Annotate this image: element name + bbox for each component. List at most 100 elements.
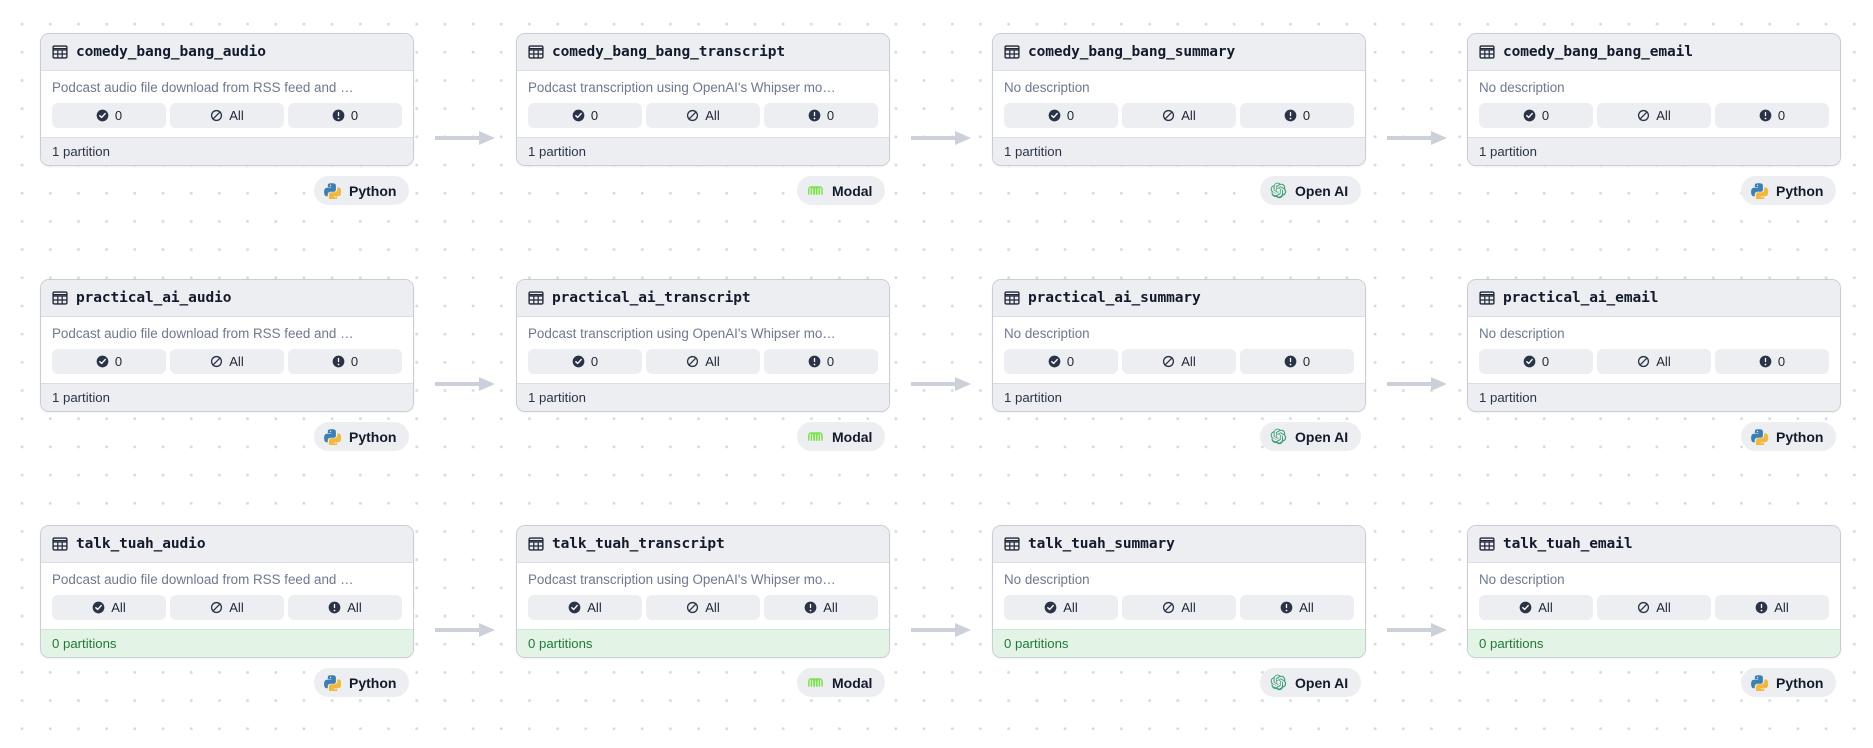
asset-checks-chip[interactable]: All [1122, 595, 1236, 620]
lineage-arrow-talk_tuah_summary [1386, 621, 1447, 639]
asset-node-partitions[interactable]: 1 partition [517, 137, 889, 165]
asset-node-partitions[interactable]: 0 partitions [993, 629, 1365, 657]
exclamation-circle-icon [1280, 601, 1293, 614]
materializations-chip[interactable]: 0 [1004, 349, 1118, 374]
slashed-circle-icon [1637, 355, 1650, 368]
check-circle-icon [572, 109, 585, 122]
freshness-chip[interactable]: 0 [1240, 349, 1354, 374]
asset-checks-chip[interactable]: All [1597, 595, 1711, 620]
materializations-chip[interactable]: 0 [52, 349, 166, 374]
exclamation-circle-icon [1755, 601, 1768, 614]
asset-node-partitions[interactable]: 1 partition [1468, 383, 1840, 411]
asset-node-title: talk_tuah_email [1503, 536, 1633, 552]
tech-badge-modal[interactable]: Modal [797, 668, 886, 697]
materializations-chip[interactable]: 0 [528, 103, 642, 128]
asset-checks-chip[interactable]: All [646, 103, 760, 128]
asset-node-partitions[interactable]: 0 partitions [41, 629, 413, 657]
asset-checks-chip[interactable]: All [646, 349, 760, 374]
tech-badge-python[interactable]: Python [314, 176, 410, 205]
freshness-chip[interactable]: All [288, 595, 402, 620]
python-logo-icon [1751, 183, 1768, 199]
asset-node-comedy_bang_bang_audio[interactable]: comedy_bang_bang_audio Podcast audio fil… [40, 33, 414, 166]
freshness-chip[interactable]: All [764, 595, 878, 620]
freshness-chip[interactable]: 0 [288, 349, 402, 374]
asset-node-comedy_bang_bang_email[interactable]: comedy_bang_bang_email No description 0 [1467, 33, 1841, 166]
materializations-chip[interactable]: All [1004, 595, 1118, 620]
asset-node-partitions[interactable]: 1 partition [41, 137, 413, 165]
materializations-chip[interactable]: 0 [1004, 103, 1118, 128]
asset-node-partitions[interactable]: 1 partition [993, 383, 1365, 411]
tech-badge-python[interactable]: Python [1741, 422, 1837, 451]
asset-checks-chip[interactable]: All [1597, 349, 1711, 374]
materializations-chip[interactable]: All [528, 595, 642, 620]
modal-logo-icon [808, 432, 823, 441]
asset-node-talk_tuah_summary[interactable]: talk_tuah_summary No description All [992, 525, 1366, 658]
asset-node-practical_ai_summary[interactable]: practical_ai_summary No description 0 [992, 279, 1366, 412]
asset-node-practical_ai_audio[interactable]: practical_ai_audio Podcast audio file do… [40, 279, 414, 412]
materializations-chip[interactable]: All [1479, 595, 1593, 620]
check-circle-icon [1523, 109, 1536, 122]
materializations-chip[interactable]: All [52, 595, 166, 620]
materializations-chip[interactable]: 0 [1479, 349, 1593, 374]
table-icon [528, 290, 544, 306]
tech-badge-open-ai[interactable]: Open AI [1260, 422, 1362, 451]
asset-checks-chip[interactable]: All [646, 595, 760, 620]
asset-node-practical_ai_transcript[interactable]: practical_ai_transcript Podcast transcri… [516, 279, 890, 412]
asset-node-description: Podcast audio file download from RSS fee… [52, 326, 354, 341]
asset-checks-chip[interactable]: All [170, 595, 284, 620]
asset-node-header: practical_ai_summary [993, 280, 1365, 317]
tech-badge-modal[interactable]: Modal [797, 422, 886, 451]
asset-checks-count: All [1656, 600, 1671, 615]
freshness-chip[interactable]: 0 [288, 103, 402, 128]
asset-node-talk_tuah_email[interactable]: talk_tuah_email No description All [1467, 525, 1841, 658]
tech-badge-python[interactable]: Python [1741, 668, 1837, 697]
asset-node-partitions[interactable]: 0 partitions [517, 629, 889, 657]
asset-node-title: comedy_bang_bang_email [1503, 44, 1693, 60]
asset-node-practical_ai_email[interactable]: practical_ai_email No description 0 [1467, 279, 1841, 412]
materializations-chip[interactable]: 0 [1479, 103, 1593, 128]
asset-node-partitions[interactable]: 1 partition [993, 137, 1365, 165]
table-icon [1479, 44, 1495, 60]
asset-checks-chip[interactable]: All [1122, 349, 1236, 374]
freshness-chip[interactable]: 0 [1240, 103, 1354, 128]
materializations-chip[interactable]: 0 [52, 103, 166, 128]
tech-badge-label: Python [349, 428, 397, 445]
freshness-chip[interactable]: All [1240, 595, 1354, 620]
tech-badge-open-ai[interactable]: Open AI [1260, 668, 1362, 697]
tech-badge-python[interactable]: Python [1741, 176, 1837, 205]
asset-checks-chip[interactable]: All [170, 103, 284, 128]
tech-badge-python[interactable]: Python [314, 422, 410, 451]
freshness-chip[interactable]: All [1715, 595, 1829, 620]
freshness-chip[interactable]: 0 [764, 349, 878, 374]
freshness-chip[interactable]: 0 [1715, 349, 1829, 374]
freshness-count: 0 [1777, 108, 1786, 123]
asset-checks-count: All [229, 600, 244, 615]
lineage-arrow-comedy_bang_bang_audio [435, 129, 495, 147]
asset-node-comedy_bang_bang_transcript[interactable]: comedy_bang_bang_transcript Podcast tran… [516, 33, 890, 166]
asset-node-comedy_bang_bang_summary[interactable]: comedy_bang_bang_summary No description … [992, 33, 1366, 166]
asset-checks-chip[interactable]: All [1122, 103, 1236, 128]
freshness-chip[interactable]: 0 [764, 103, 878, 128]
tech-badge-label: Python [349, 674, 397, 691]
asset-node-partitions[interactable]: 1 partition [41, 383, 413, 411]
asset-node-partitions[interactable]: 0 partitions [1468, 629, 1840, 657]
asset-checks-chip[interactable]: All [1597, 103, 1711, 128]
table-icon [1004, 536, 1020, 552]
freshness-chip[interactable]: 0 [1715, 103, 1829, 128]
tech-badge-modal[interactable]: Modal [797, 176, 886, 205]
tech-badge-python[interactable]: Python [314, 668, 410, 697]
asset-node-talk_tuah_audio[interactable]: talk_tuah_audio Podcast audio file downl… [40, 525, 414, 658]
asset-node-header: practical_ai_transcript [517, 280, 889, 317]
materializations-chip[interactable]: 0 [528, 349, 642, 374]
asset-checks-chip[interactable]: All [170, 349, 284, 374]
asset-checks-count: All [705, 108, 720, 123]
tech-badge-open-ai[interactable]: Open AI [1260, 176, 1362, 205]
asset-node-partitions[interactable]: 1 partition [1468, 137, 1840, 165]
asset-node-talk_tuah_transcript[interactable]: talk_tuah_transcript Podcast transcripti… [516, 525, 890, 658]
asset-node-status-chips: 0 All [1004, 349, 1354, 374]
lineage-arrow-talk_tuah_audio [435, 621, 495, 639]
asset-node-partitions[interactable]: 1 partition [517, 383, 889, 411]
asset-node-header: talk_tuah_transcript [517, 526, 889, 563]
check-circle-icon [1044, 601, 1057, 614]
